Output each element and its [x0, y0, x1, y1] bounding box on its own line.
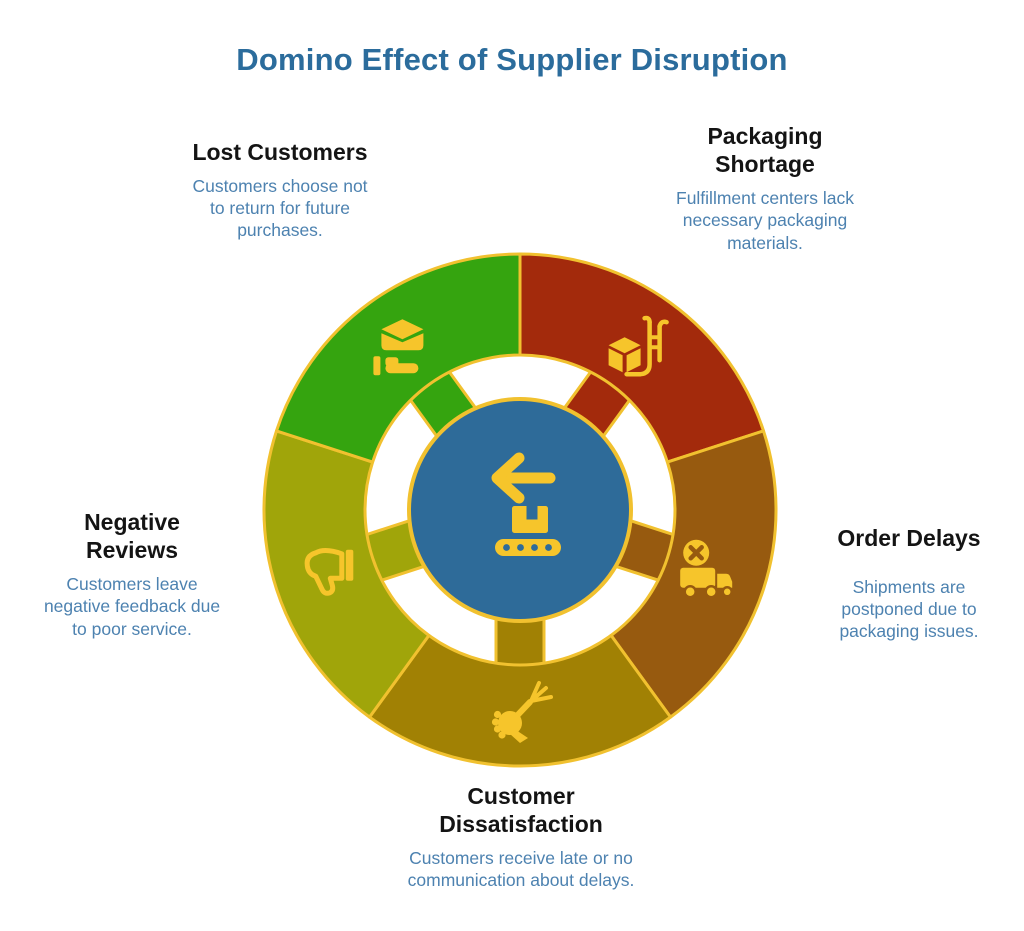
segment-description: Customers leave negative feedback due to… — [43, 574, 221, 639]
truck-cancel-icon — [680, 539, 733, 599]
label-packaging-shortage: Packaging Shortage Fulfillment centers l… — [625, 122, 905, 254]
page-title: Domino Effect of Supplier Disruption — [236, 42, 788, 77]
label-lost-customers: Lost Customers Customers choose not to r… — [140, 138, 420, 242]
conveyor-arrow-icon — [491, 452, 561, 556]
segment-title: Customer Dissatisfaction — [439, 783, 603, 838]
segment-description: Shipments are postponed due to packaging… — [839, 577, 979, 642]
segment-title: Lost Customers — [192, 139, 368, 165]
segment-description: Fulfillment centers lack necessary packa… — [676, 188, 854, 253]
fist-fork-icon — [491, 681, 553, 743]
segment-title: Packaging Shortage — [707, 123, 823, 178]
label-order-delays: Order Delays Shipments are postponed due… — [794, 524, 1024, 643]
segment-description: Customers choose not to return for futur… — [192, 176, 368, 241]
segment-title: Negative Reviews — [84, 509, 180, 564]
supplier-disruption-wheel — [262, 252, 778, 768]
thumbs-down-icon — [304, 548, 354, 596]
hand-truck-icon — [608, 315, 669, 377]
segment-description: Customers receive late or no communicati… — [407, 848, 635, 891]
label-customer-dissatisfaction: Customer Dissatisfaction Customers recei… — [351, 782, 691, 892]
segment-packaging-shortage — [518, 252, 765, 464]
box-notch — [526, 506, 538, 520]
segment-customer-dissatisfaction — [368, 633, 672, 768]
segment-title: Order Delays — [837, 525, 981, 551]
segment-lost-customers — [275, 252, 522, 464]
hand-holding-box-icon — [373, 319, 424, 376]
cancel-x-glyph — [688, 545, 704, 561]
wheel-ring — [262, 252, 778, 768]
label-negative-reviews: Negative Reviews Customers leave negativ… — [12, 508, 252, 640]
